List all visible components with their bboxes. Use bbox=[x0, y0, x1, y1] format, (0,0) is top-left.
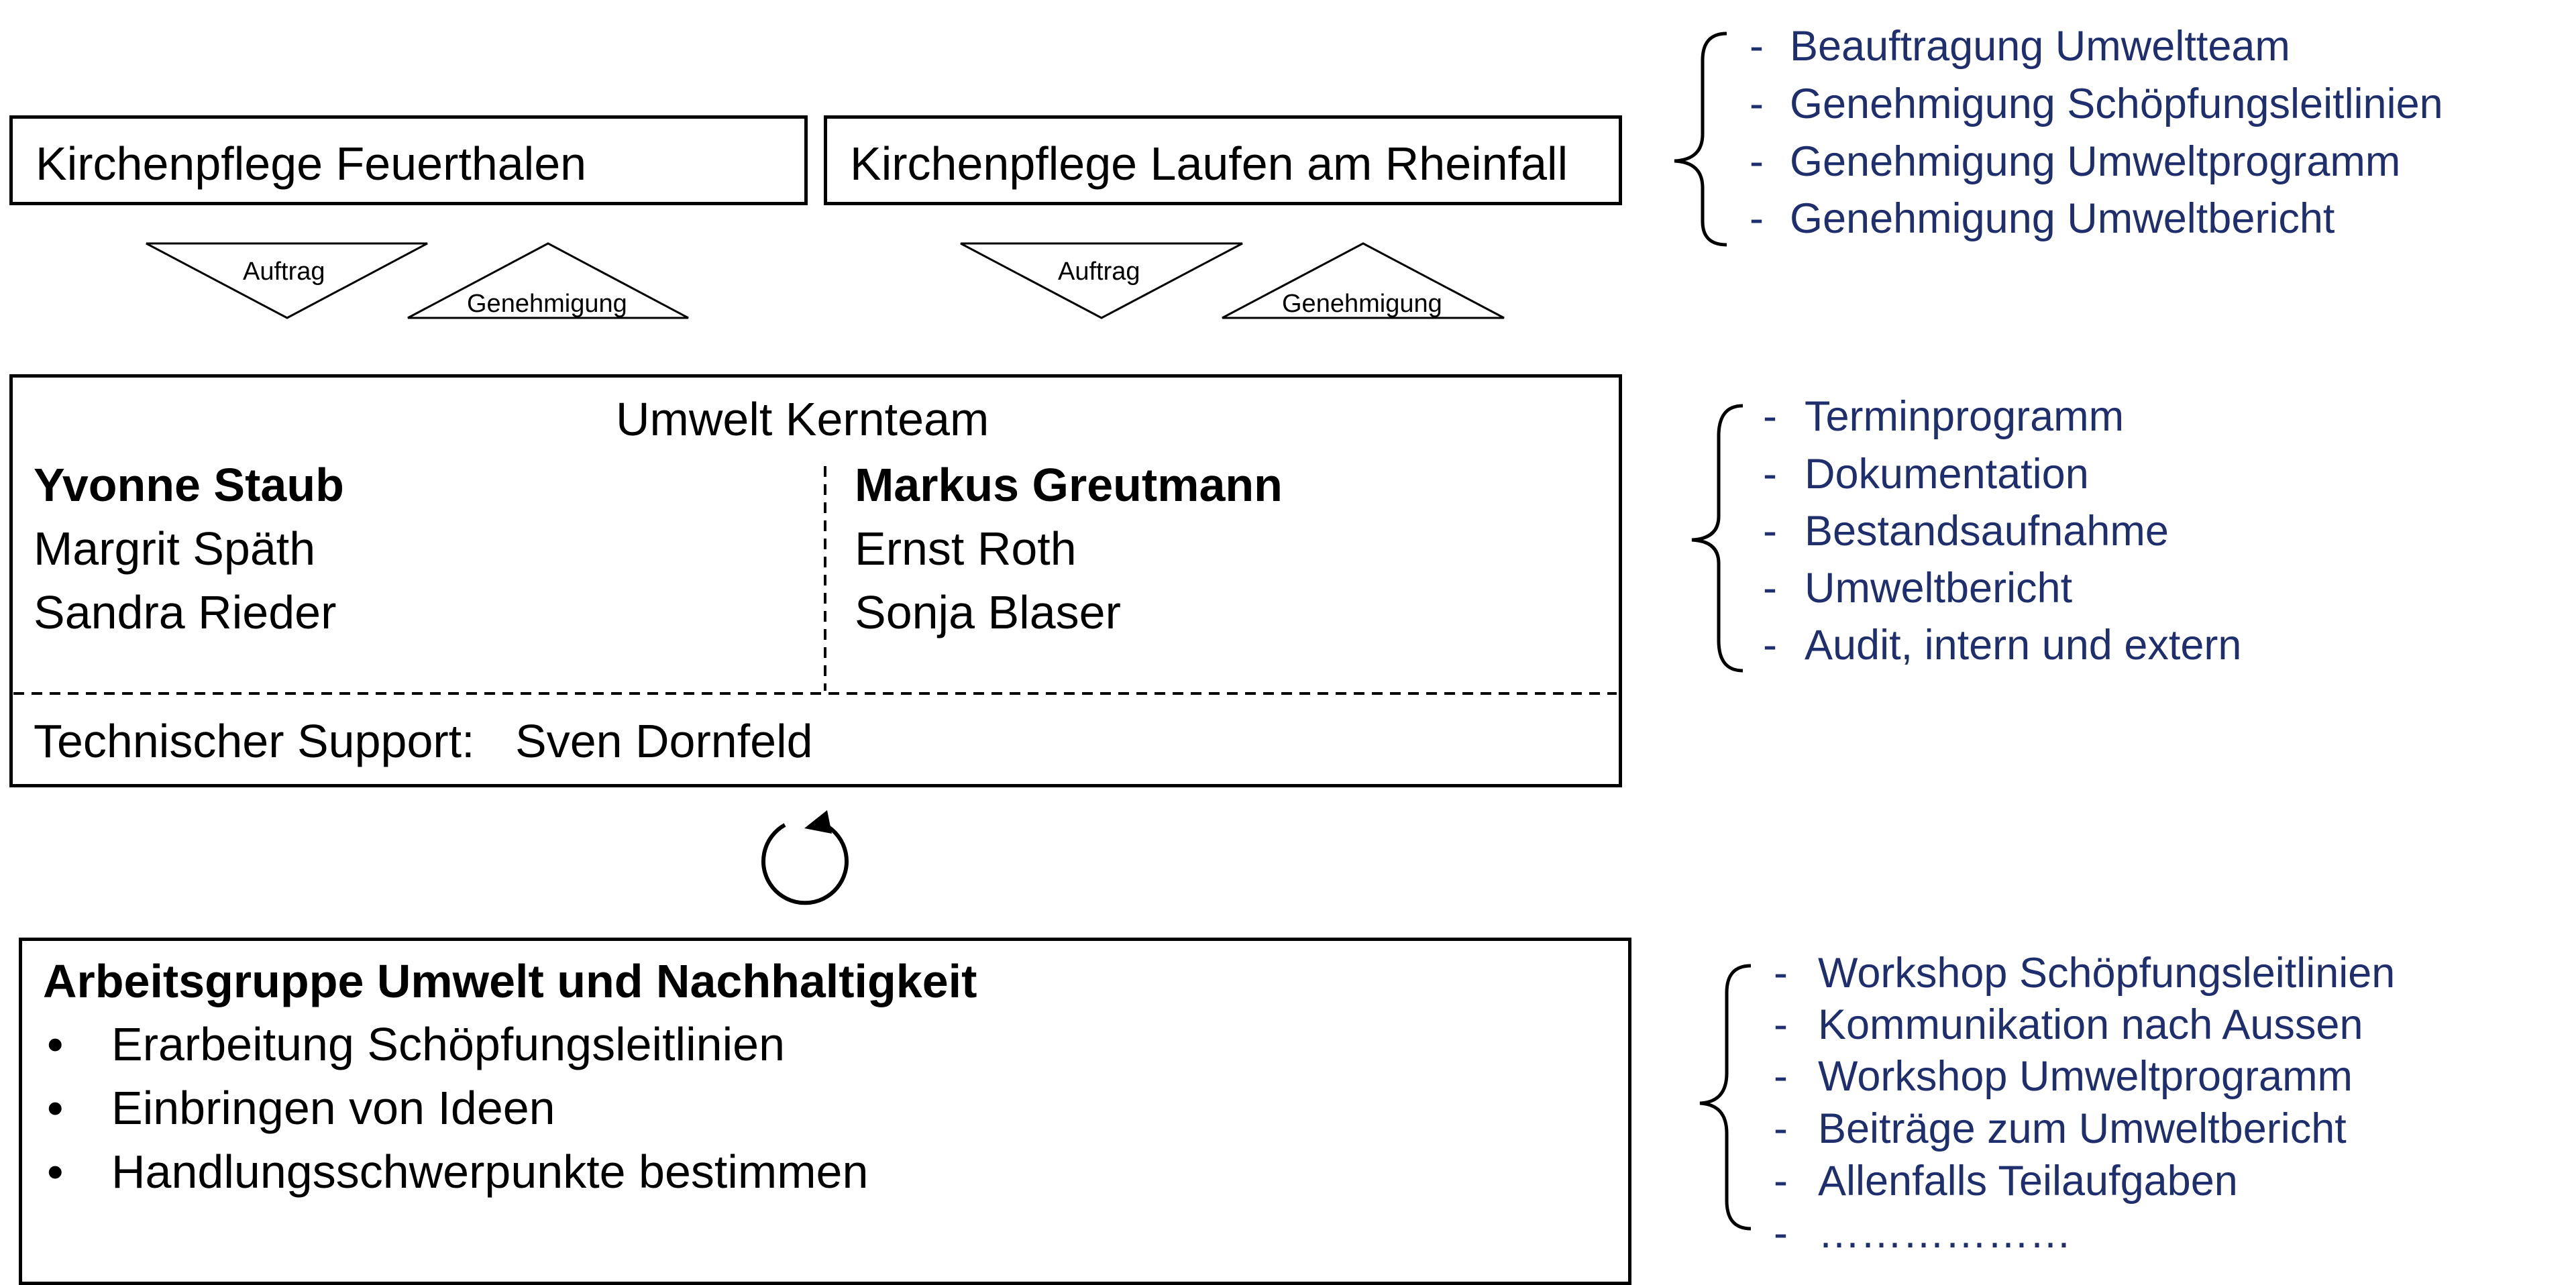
council-title: Kirchenpflege Laufen am Rheinfall bbox=[850, 137, 1568, 190]
support-label: Technischer Support: bbox=[34, 715, 475, 767]
core-team-title: Umwelt Kernteam bbox=[616, 393, 989, 445]
task-item: Bestandsaufnahme bbox=[1805, 508, 2169, 555]
bullet: • bbox=[47, 1082, 64, 1134]
task-dash: - bbox=[1774, 1210, 1788, 1257]
team-member: Margrit Späth bbox=[34, 522, 316, 575]
order-label: Auftrag bbox=[1058, 258, 1140, 286]
task-item: Kommunikation nach Aussen bbox=[1818, 1001, 2363, 1048]
task-item: Beauftragung Umweltteam bbox=[1790, 23, 2290, 70]
task-dash: - bbox=[1750, 195, 1764, 242]
brace-icon bbox=[1699, 964, 1752, 1231]
task-dash: - bbox=[1763, 393, 1777, 440]
task-item: Beiträge zum Umweltbericht bbox=[1818, 1105, 2347, 1152]
core-team-box bbox=[9, 374, 1622, 787]
arrowhead bbox=[804, 810, 832, 834]
task-item: Workshop Schöpfungsleitlinien bbox=[1818, 950, 2396, 997]
order-label: Auftrag bbox=[243, 258, 325, 286]
council-title: Kirchenpflege Feuerthalen bbox=[36, 137, 587, 190]
council-box-laufen: Kirchenpflege Laufen am Rheinfall bbox=[824, 115, 1622, 205]
approval-triangle bbox=[407, 242, 689, 319]
team-member: Sonja Blaser bbox=[855, 586, 1121, 638]
bullet: • bbox=[47, 1146, 64, 1198]
task-item: Terminprogramm bbox=[1805, 393, 2125, 440]
task-item: Genehmigung Schöpfungsleitlinien bbox=[1790, 80, 2443, 127]
brace-icon bbox=[1674, 32, 1727, 247]
task-dash: - bbox=[1763, 451, 1777, 498]
approval-triangle bbox=[1222, 242, 1505, 319]
task-dash: - bbox=[1774, 1053, 1788, 1100]
task-item: Audit, intern und extern bbox=[1805, 622, 2242, 669]
task-item: Genehmigung Umweltbericht bbox=[1790, 195, 2335, 242]
task-item: Umweltbericht bbox=[1805, 565, 2073, 612]
task-dash: - bbox=[1774, 950, 1788, 997]
task-dash: - bbox=[1750, 23, 1764, 70]
task-item: Dokumentation bbox=[1805, 451, 2089, 498]
brace-icon bbox=[1691, 404, 1743, 673]
working-group-item: Erarbeitung Schöpfungsleitlinien bbox=[111, 1018, 785, 1070]
order-triangle bbox=[146, 242, 428, 319]
working-group-item: Einbringen von Ideen bbox=[111, 1082, 555, 1134]
task-dash: - bbox=[1750, 138, 1764, 185]
working-group-item: Handlungsschwerpunkte bestimmen bbox=[111, 1146, 869, 1198]
task-item: Genehmigung Umweltprogramm bbox=[1790, 138, 2401, 185]
task-dash: - bbox=[1774, 1001, 1788, 1048]
task-dash: - bbox=[1774, 1105, 1788, 1152]
task-item: Allenfalls Teilaufgaben bbox=[1818, 1158, 2238, 1205]
task-dash: - bbox=[1750, 80, 1764, 127]
approval-label: Genehmigung bbox=[1282, 290, 1442, 318]
task-item: Workshop Umweltprogramm bbox=[1818, 1053, 2353, 1100]
bullet: • bbox=[47, 1018, 64, 1070]
working-group-title: Arbeitsgruppe Umwelt und Nachhaltigkeit bbox=[43, 955, 977, 1007]
task-dash: - bbox=[1763, 508, 1777, 555]
approval-label: Genehmigung bbox=[467, 290, 627, 318]
task-item: ……………… bbox=[1818, 1210, 2072, 1257]
working-group-box bbox=[19, 938, 1631, 1285]
cycle-arrow-icon bbox=[761, 823, 849, 905]
team-member: Ernst Roth bbox=[855, 522, 1077, 575]
task-dash: - bbox=[1774, 1158, 1788, 1205]
team-member: Sandra Rieder bbox=[34, 586, 337, 638]
order-triangle bbox=[960, 242, 1243, 319]
task-dash: - bbox=[1763, 622, 1777, 669]
support-name: Sven Dornfeld bbox=[515, 715, 813, 767]
council-box-feuerthalen: Kirchenpflege Feuerthalen bbox=[9, 115, 808, 205]
team-lead: Yvonne Staub bbox=[34, 459, 344, 511]
team-lead: Markus Greutmann bbox=[855, 459, 1283, 511]
task-dash: - bbox=[1763, 565, 1777, 612]
